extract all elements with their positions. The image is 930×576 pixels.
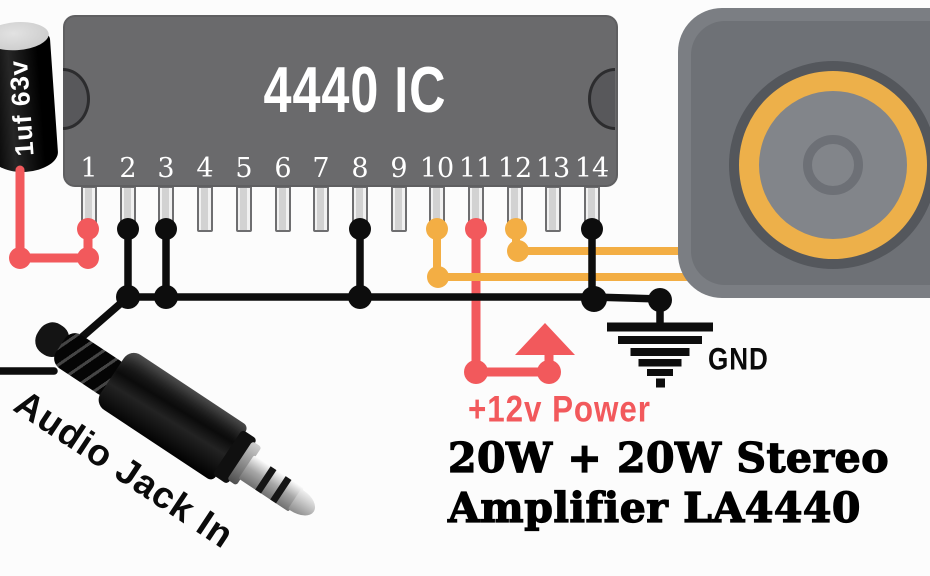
title-line-2: Amplifier LA4440 xyxy=(447,483,861,532)
red-wire-pin11-power xyxy=(464,218,575,384)
ic-chip-body xyxy=(63,15,618,187)
pin-number-9: 9 xyxy=(390,153,408,184)
pin-number-3: 3 xyxy=(157,153,175,184)
ic-leg-10 xyxy=(429,186,445,232)
diagram-title: 20W + 20W Stereo Amplifier LA4440 xyxy=(447,433,890,533)
ic-leg-3 xyxy=(158,186,174,232)
ic-leg-2 xyxy=(120,186,136,232)
pin-number-12: 12 xyxy=(497,153,533,184)
ground-symbol-icon xyxy=(607,322,713,388)
ic-leg-12 xyxy=(507,186,523,232)
electrolytic-capacitor: 1uf 63v xyxy=(0,19,60,175)
ic-leg-4 xyxy=(197,186,213,232)
ic-leg-7 xyxy=(313,186,329,232)
pin-number-13: 13 xyxy=(535,153,571,184)
pin-number-4: 4 xyxy=(196,153,214,184)
ic-leg-8 xyxy=(352,186,368,232)
gnd-label: GND xyxy=(708,342,769,378)
pin-number-14: 14 xyxy=(574,153,610,184)
speaker-panel xyxy=(691,21,930,285)
power-label: +12v Power xyxy=(468,388,651,430)
power-arrow-icon xyxy=(515,323,575,355)
ic-leg-11 xyxy=(468,186,484,232)
pin-number-11: 11 xyxy=(458,153,494,184)
ic-label: 4440 IC xyxy=(263,54,447,127)
ic-leg-9 xyxy=(391,186,407,232)
jack-plug-ring xyxy=(255,466,277,494)
ic-leg-6 xyxy=(275,186,291,232)
pin-number-2: 2 xyxy=(119,153,137,184)
pin-number-6: 6 xyxy=(274,153,292,184)
pin-number-10: 10 xyxy=(419,153,455,184)
pin-number-5: 5 xyxy=(235,153,253,184)
ic-leg-13 xyxy=(545,186,561,232)
speaker-dust-cap xyxy=(803,135,863,195)
ic-leg-1 xyxy=(81,186,97,232)
speaker xyxy=(678,8,930,298)
pin-number-7: 7 xyxy=(312,153,330,184)
ic-leg-5 xyxy=(236,186,252,232)
ic-leg-14 xyxy=(584,186,600,232)
title-line-1: 20W + 20W Stereo xyxy=(447,433,890,482)
jack-plug-ring xyxy=(270,476,292,504)
capacitor-value-label: 1uf 63v xyxy=(2,58,40,158)
pin-number-8: 8 xyxy=(351,153,369,184)
pin-number-1: 1 xyxy=(80,153,98,184)
